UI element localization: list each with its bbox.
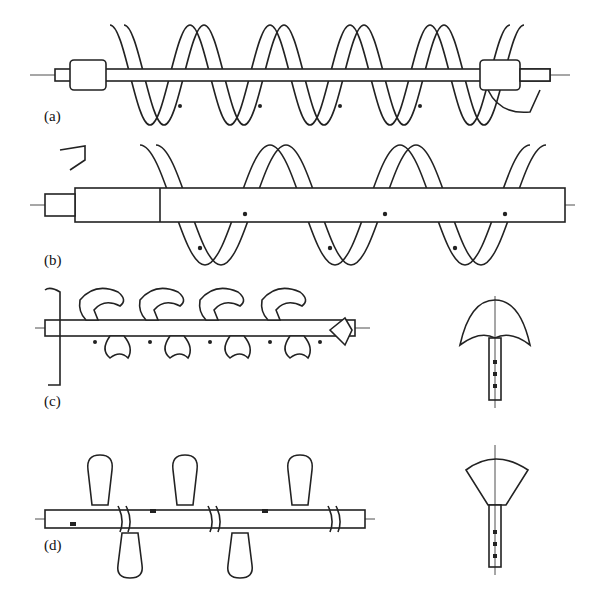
figure-label: (c): [44, 393, 61, 410]
figure-label: (d): [44, 537, 62, 554]
screw-c: [35, 288, 530, 408]
screw-a: [30, 25, 570, 125]
figure-label: (a): [44, 108, 61, 125]
blade-section-c: [460, 296, 530, 408]
paddles: [88, 455, 340, 578]
blade-section-d: [466, 445, 528, 575]
screw-b: [30, 145, 575, 265]
figure-label: (b): [44, 252, 62, 269]
hook-blades: [80, 288, 352, 358]
screw-d: [35, 445, 528, 578]
